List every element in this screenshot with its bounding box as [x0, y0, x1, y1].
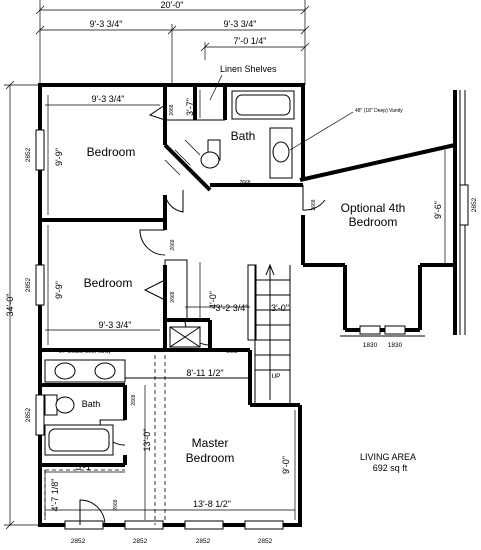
window-code-left-3: 2852	[25, 407, 32, 422]
living-area-value: 692 sq ft	[373, 463, 408, 473]
door-code-linen: 2668	[169, 104, 175, 115]
door-code-bed1: 2668	[170, 239, 176, 250]
dim-hall-width: 3'-2 3/4"	[216, 303, 249, 313]
dim-optional-depth: 9'-6"	[433, 201, 443, 219]
room-label-master-line1: Master	[192, 436, 229, 450]
door-code-hall: 2668	[226, 349, 237, 355]
window-code-bottom-1: 2852	[71, 538, 86, 545]
room-label-bedroom-2: Bedroom	[84, 276, 133, 290]
window-code-optional-2: 1830	[388, 342, 403, 349]
dim-master-depth: 13'-0"	[142, 429, 152, 452]
interior-dimensions	[44, 90, 446, 520]
door-code-lower-bath: 2668	[131, 394, 137, 405]
door-code-optional: 2668	[311, 199, 317, 210]
door-code-lower-closet: 2668	[113, 499, 119, 510]
dim-bath-depth: 4'-7 1/8"	[50, 479, 60, 512]
left-dimensions: 34'-0" 2852 2852 2852	[4, 80, 40, 530]
window-code-optional-1: 1830	[363, 342, 378, 349]
dim-bed2-width: 9'-3 3/4"	[99, 320, 132, 330]
windows	[35, 129, 469, 530]
dim-linen-span: 7'-0 1/4"	[234, 36, 267, 46]
door-code-bath: 2668	[239, 180, 250, 186]
room-label-bath-upper: Bath	[231, 129, 256, 143]
stairs-up-label: UP	[271, 373, 280, 380]
window-code-bottom-3: 2852	[196, 538, 211, 545]
room-label-master-line2: Bedroom	[186, 451, 235, 465]
window-code-bottom-2: 2852	[133, 538, 148, 545]
double-vanity-label: 54" Double Bowl Vanity	[59, 349, 111, 355]
room-label-bedroom-1: Bedroom	[87, 145, 136, 159]
dim-master-width: 13'-8 1/2"	[193, 499, 231, 509]
dim-stair-width: 3'-0"	[271, 303, 289, 313]
vanity-label: 48" (18" Deep) Vanity	[355, 108, 403, 114]
window-code-left-1: 2852	[25, 147, 32, 162]
dim-overall-depth: 34'-0"	[5, 294, 15, 317]
fixtures	[44, 90, 295, 456]
dim-closet2: 4'-0"	[208, 291, 218, 309]
dim-bed1-width: 9'-3 3/4"	[92, 94, 125, 104]
window-code-bottom-4: 2852	[258, 538, 273, 545]
exterior-walls	[38, 83, 466, 527]
window-code-left-2: 2852	[25, 277, 32, 292]
dim-bed1-depth: 9'-9"	[54, 148, 64, 166]
dim-overall-width: 20'-0"	[161, 0, 184, 10]
room-label-optional-line2: Bedroom	[349, 215, 398, 229]
room-label-bath-lower: Bath	[82, 399, 101, 409]
interior-walls	[40, 85, 303, 467]
stairs: UP	[247, 263, 290, 400]
dim-closet1: 3'-7"	[185, 98, 195, 116]
dim-top-right: 9'-3 3/4"	[224, 19, 257, 29]
dim-top-left: 9'-3 3/4"	[90, 19, 123, 29]
top-dimensions: 20'-0" 9'-3 3/4" 9'-3 3/4" 7'-0 1/4"	[35, 0, 310, 85]
dim-master-hall: 8'-11 1/2"	[186, 368, 223, 378]
room-label-optional-line1: Optional 4th	[341, 201, 406, 215]
linen-label: Linen Shelves	[220, 64, 277, 74]
dim-master-right: 9'-0"	[281, 456, 291, 474]
door-code-closet: 2668	[170, 291, 176, 302]
dim-bath-width: 5'-1"	[76, 462, 94, 472]
dim-bed2-depth: 9'-9"	[54, 281, 64, 299]
living-area-label: LIVING AREA	[360, 452, 416, 462]
window-code-right: 2852	[471, 197, 478, 212]
